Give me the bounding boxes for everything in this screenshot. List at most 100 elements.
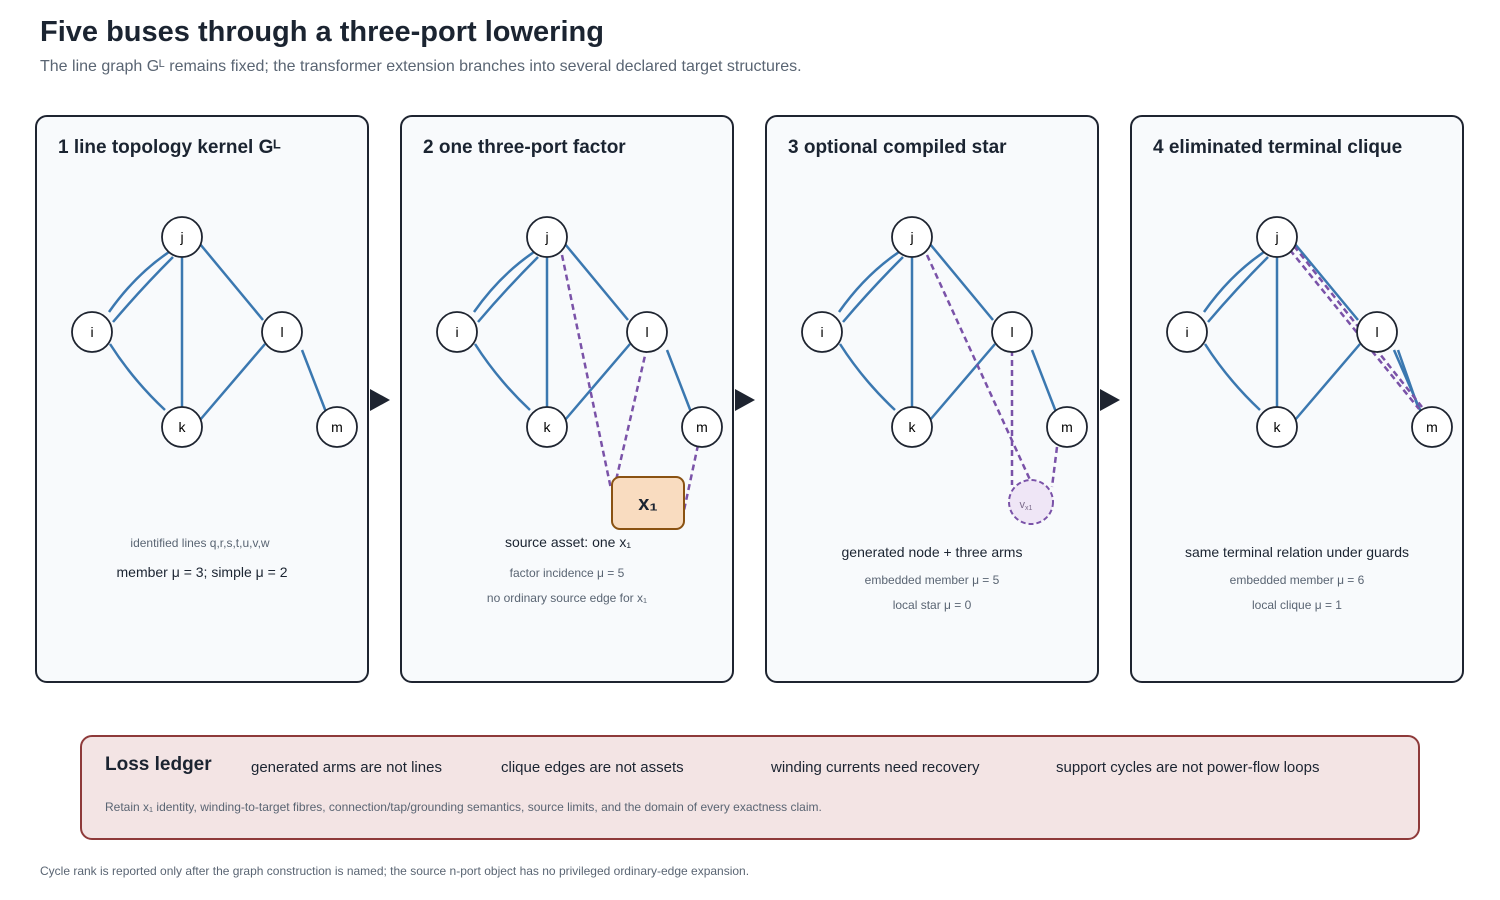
caption-local-star: local star μ = 0 [892,598,972,612]
ledger-item: support cycles are not power-flow loops [1056,759,1320,776]
ledger-note: Retain x₁ identity, winding-to-target fi… [105,800,822,814]
node-label: k [544,419,552,435]
node-label: i [820,324,823,340]
svg-text:vx1: vx1 [1020,499,1033,512]
edge-i-k [108,343,166,411]
node-label: i [455,324,458,340]
node-m: m [1046,406,1088,448]
star-arms [925,254,1059,488]
panel-title: 1 line topology kernel Gᴸ [58,137,281,158]
incidence-l-x1 [612,346,649,490]
asset-x1: x₁ [611,476,685,530]
node-label: k [1274,419,1282,435]
node-label: l [280,324,283,340]
node-label: k [909,419,917,435]
panel-title: 4 eliminated terminal clique [1153,137,1403,158]
caption-local-clique: local clique μ = 1 [1252,598,1342,612]
edge-i-k [473,343,531,411]
edge-i-k [1203,343,1261,411]
clique-edge-j-m-a [1289,249,1420,410]
caption-same-terminal: same terminal relation under guards [1184,544,1410,560]
ledger-item: generated arms are not lines [251,759,442,776]
node-j: j [526,216,568,258]
edge-i-j-b [477,256,539,323]
caption-embedded-member: embedded member μ = 5 [864,573,1000,587]
node-l: l [626,311,668,353]
node-l: l [1356,311,1398,353]
node-label: j [179,229,183,245]
graph-edges [107,243,328,421]
graph-nodes: j i l k m [436,216,723,448]
edge-j-l [199,243,264,321]
edge-i-j-a [472,250,535,313]
flow-arrow [735,389,755,411]
graph-terminal-clique: j i l k m [1166,216,1453,448]
arm-m-v [1050,446,1059,488]
node-i: i [801,311,843,353]
graph-nodes: j i l k m [71,216,358,448]
panel-title: 2 one three-port factor [423,137,626,158]
edge-k-l [1294,343,1361,421]
edge-i-j-b [1207,256,1269,323]
node-j: j [161,216,203,258]
panel-compiled-star: 3 optional compiled star j i l k m vx1 [765,115,1099,683]
caption-multiplicity: member μ = 3; simple μ = 2 [116,564,288,580]
edge-l-m [300,349,328,413]
edge-k-l [564,343,631,421]
node-label: i [1185,324,1188,340]
virtual-subscript: x1 [1025,505,1033,512]
node-m: m [316,406,358,448]
edge-i-j-a [837,250,900,313]
node-k: k [1256,406,1298,448]
node-i: i [71,311,113,353]
ledger-title: Loss ledger [105,754,212,775]
clique-edges [1289,245,1423,410]
graph-edges [837,243,1058,421]
edge-j-l [1294,243,1359,321]
node-label: l [1375,324,1378,340]
node-label: j [1274,229,1278,245]
node-i: i [1166,311,1208,353]
caption-generated-node: generated node + three arms [841,544,1023,560]
node-label: i [90,324,93,340]
page-subtitle: The line graph Gᴸ remains fixed; the tra… [40,58,802,75]
node-k: k [526,406,568,448]
node-l: l [261,311,303,353]
footer-note: Cycle rank is reported only after the gr… [40,864,750,878]
caption-no-source-edge: no ordinary source edge for x₁ [486,591,648,605]
flow-arrow [1100,389,1120,411]
graph-three-port-factor: j i l k m x₁ [436,216,723,530]
ledger-item: winding currents need recovery [771,759,980,776]
node-m: m [1411,406,1453,448]
ledger-item: clique edges are not assets [501,759,684,776]
edge-i-j-b [112,256,174,323]
panel-terminal-clique: 4 eliminated terminal clique j i l k m s… [1130,115,1464,683]
node-label: l [1010,324,1013,340]
graph-nodes: j i l k m [801,216,1088,448]
panel-title: 3 optional compiled star [788,137,1007,158]
edge-i-j-a [107,250,170,313]
loss-ledger: Loss ledger generated arms are not lines… [80,735,1420,840]
graph-line-topology: j i l k m [71,216,358,448]
panel-three-port-factor: 2 one three-port factor j i l k m x₁ so [400,115,734,683]
graph-compiled-star: j i l k m vx1 [801,216,1088,525]
node-k: k [161,406,203,448]
node-label: m [1061,419,1073,435]
virtual-label: v [1020,499,1026,511]
graph-nodes: j i l k m [1166,216,1453,448]
incidence-m-x1 [681,444,700,516]
node-k: k [891,406,933,448]
virtual-node-vx1: vx1 [1008,479,1054,525]
edge-i-k [838,343,896,411]
edge-i-j-b [842,256,904,323]
node-i: i [436,311,478,353]
graph-edges [472,243,693,421]
edge-l-m [1030,349,1058,413]
node-m: m [681,406,723,448]
edge-i-j-a [1202,250,1265,313]
caption-source-asset: source asset: one x₁ [504,534,632,550]
edge-j-l [564,243,629,321]
edge-l-m [665,349,693,413]
asset-label: x₁ [638,493,657,515]
node-label: m [1426,419,1438,435]
